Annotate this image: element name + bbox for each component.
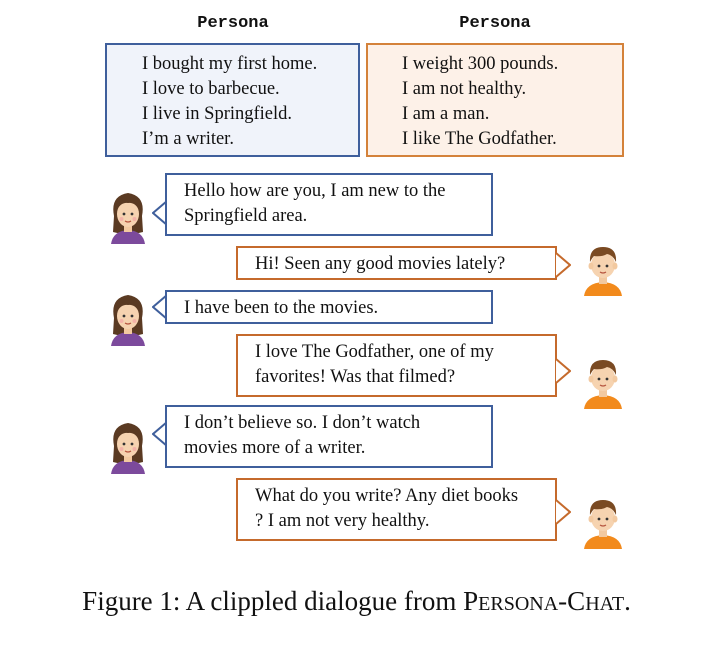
persona-line: I am not healthy. [402, 79, 527, 99]
dialogue-bubble-5: I don’t believe so. I don’t watch movies… [165, 405, 493, 468]
woman-avatar-icon [110, 192, 146, 244]
caption-prefix: Figure 1: A clippled dialogue from [82, 586, 464, 616]
man-avatar-icon [583, 499, 623, 549]
caption-dataset-name: PERSONA-CHAT [463, 586, 624, 616]
woman-avatar-icon [110, 422, 146, 474]
persona-title-right: Persona [459, 14, 531, 33]
persona-line: I am a man. [402, 104, 490, 124]
persona-box-right: I weight 300 pounds. I am not healthy. I… [366, 43, 624, 157]
speech-tail-icon [555, 499, 571, 525]
message-line: What do you write? Any diet books [255, 486, 519, 506]
speech-tail-icon [555, 358, 571, 384]
caption-letter: C [567, 586, 586, 616]
message-line: movies more of a writer. [184, 438, 366, 458]
persona-line: I weight 300 pounds. [402, 54, 559, 74]
caption-smallcaps: ERSONA [478, 593, 559, 615]
persona-line: I live in Springfield. [142, 104, 293, 124]
dialogue-bubble-1: Hello how are you, I am new to the Sprin… [165, 173, 493, 236]
figure-caption: Figure 1: A clippled dialogue from PERSO… [0, 586, 713, 617]
message-line: I don’t believe so. I don’t watch [184, 413, 421, 433]
woman-avatar-icon [110, 294, 146, 346]
dialogue-bubble-4: I love The Godfather, one of my favorite… [236, 334, 557, 397]
speech-tail-icon [152, 294, 168, 320]
caption-dash: - [558, 586, 568, 616]
persona-title-left: Persona [197, 14, 269, 33]
persona-box-left: I bought my first home. I love to barbec… [105, 43, 360, 157]
persona-line: I bought my first home. [142, 54, 318, 74]
man-avatar-icon [583, 246, 623, 296]
message-line: favorites! Was that filmed? [255, 367, 456, 387]
caption-suffix: . [624, 586, 631, 616]
message-line: Hello how are you, I am new to the [184, 181, 446, 201]
man-avatar-icon [583, 359, 623, 409]
message-line: I have been to the movies. [184, 298, 379, 318]
speech-tail-icon [152, 200, 168, 226]
persona-line: I like The Godfather. [402, 129, 557, 149]
dialogue-bubble-2: Hi! Seen any good movies lately? [236, 246, 557, 280]
message-line: ? I am not very healthy. [255, 511, 430, 531]
message-line: Springfield area. [184, 206, 308, 226]
persona-line: I love to barbecue. [142, 79, 280, 99]
persona-line: I’m a writer. [142, 129, 234, 149]
caption-smallcaps: HAT [585, 593, 625, 615]
message-line: I love The Godfather, one of my [255, 342, 494, 362]
dialogue-bubble-6: What do you write? Any diet books ? I am… [236, 478, 557, 541]
message-line: Hi! Seen any good movies lately? [255, 254, 506, 274]
speech-tail-icon [555, 252, 571, 278]
dialogue-bubble-3: I have been to the movies. [165, 290, 493, 324]
caption-letter: P [463, 586, 479, 616]
speech-tail-icon [152, 421, 168, 447]
